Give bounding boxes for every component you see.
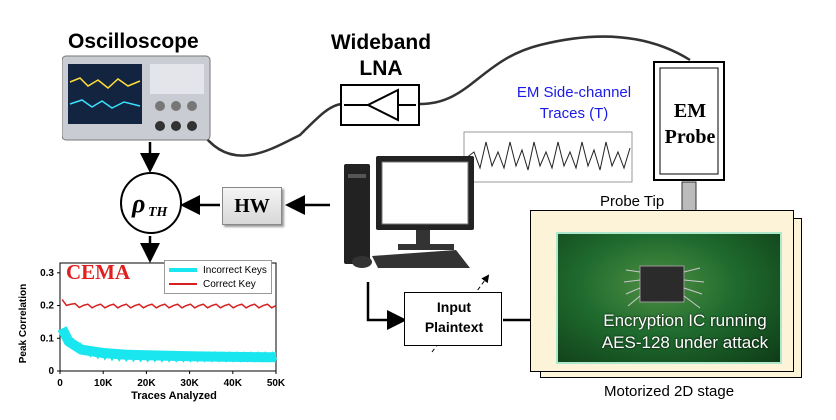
y-tick-label: 0.2 bbox=[40, 301, 54, 312]
y-tick-label: 0 bbox=[48, 366, 54, 377]
rho-subscript: TH bbox=[148, 205, 169, 220]
cable-scope-lna bbox=[198, 102, 343, 157]
series-correct-key bbox=[61, 299, 277, 309]
legend-correct: Correct Key bbox=[169, 277, 267, 291]
rho-symbol: ρ bbox=[131, 189, 145, 218]
ic-chip bbox=[623, 265, 705, 309]
input-line1: Input bbox=[436, 299, 472, 315]
em-traces-line1: EM Side-channel bbox=[516, 84, 632, 101]
y-axis-title: Peak Correlation bbox=[18, 283, 30, 364]
y-tick-label: 0.3 bbox=[40, 268, 54, 279]
em-probe-line1: EM bbox=[673, 100, 707, 122]
x-tick-label: 0 bbox=[57, 378, 63, 389]
em-traces-line2: Traces (T) bbox=[539, 105, 609, 122]
legend-swatch-incorrect bbox=[169, 268, 197, 272]
legend-incorrect: Incorrect Keys bbox=[169, 263, 267, 277]
correlation-node: ρ TH bbox=[120, 172, 182, 234]
em-probe-label: EM Probe bbox=[662, 98, 718, 150]
probe-tip-label: Probe Tip bbox=[600, 193, 665, 210]
input-plaintext-label: Input Plaintext bbox=[409, 297, 499, 337]
y-tick-label: 0.1 bbox=[40, 333, 54, 344]
ic-line1: Encryption IC running bbox=[603, 311, 767, 330]
x-tick-label: 30K bbox=[180, 378, 199, 389]
chart-legend: Incorrect Keys Correct Key bbox=[164, 260, 272, 294]
x-tick-label: 20K bbox=[137, 378, 156, 389]
x-axis-title: Traces Analyzed bbox=[131, 390, 217, 402]
x-tick-label: 40K bbox=[224, 378, 243, 389]
input-line2: Plaintext bbox=[424, 319, 484, 335]
legend-swatch-correct bbox=[169, 283, 197, 285]
arrow-pc-input bbox=[366, 282, 407, 330]
hw-box: HW bbox=[222, 187, 282, 225]
em-probe-body bbox=[653, 61, 725, 249]
x-tick-label: 50K bbox=[267, 378, 286, 389]
em-traces-label: EM Side-channel Traces (T) bbox=[494, 82, 654, 124]
ic-line2: AES-128 under attack bbox=[601, 333, 769, 352]
x-tick-label: 10K bbox=[94, 378, 113, 389]
cable-lna-probe bbox=[419, 35, 691, 106]
input-plaintext-box bbox=[404, 292, 502, 346]
stage-label: Motorized 2D stage bbox=[604, 383, 735, 400]
amplifier-icon bbox=[340, 84, 420, 126]
cema-label: CEMA bbox=[66, 260, 131, 284]
oscilloscope-title: Oscilloscope bbox=[68, 30, 199, 53]
em-probe-line2: Probe bbox=[664, 126, 716, 148]
series-incorrect-noise bbox=[61, 330, 278, 363]
lna-title-line2: LNA bbox=[359, 57, 403, 80]
lna-title: Wideband LNA bbox=[326, 30, 436, 82]
ic-caption: Encryption IC running AES-128 under atta… bbox=[560, 310, 810, 354]
legend-label-correct: Correct Key bbox=[203, 278, 256, 290]
oscilloscope-icon bbox=[62, 55, 211, 141]
computer-icon bbox=[344, 156, 474, 268]
em-trace-waveform bbox=[463, 131, 633, 183]
legend-label-incorrect: Incorrect Keys bbox=[203, 264, 267, 276]
lna-title-line1: Wideband bbox=[330, 31, 432, 54]
